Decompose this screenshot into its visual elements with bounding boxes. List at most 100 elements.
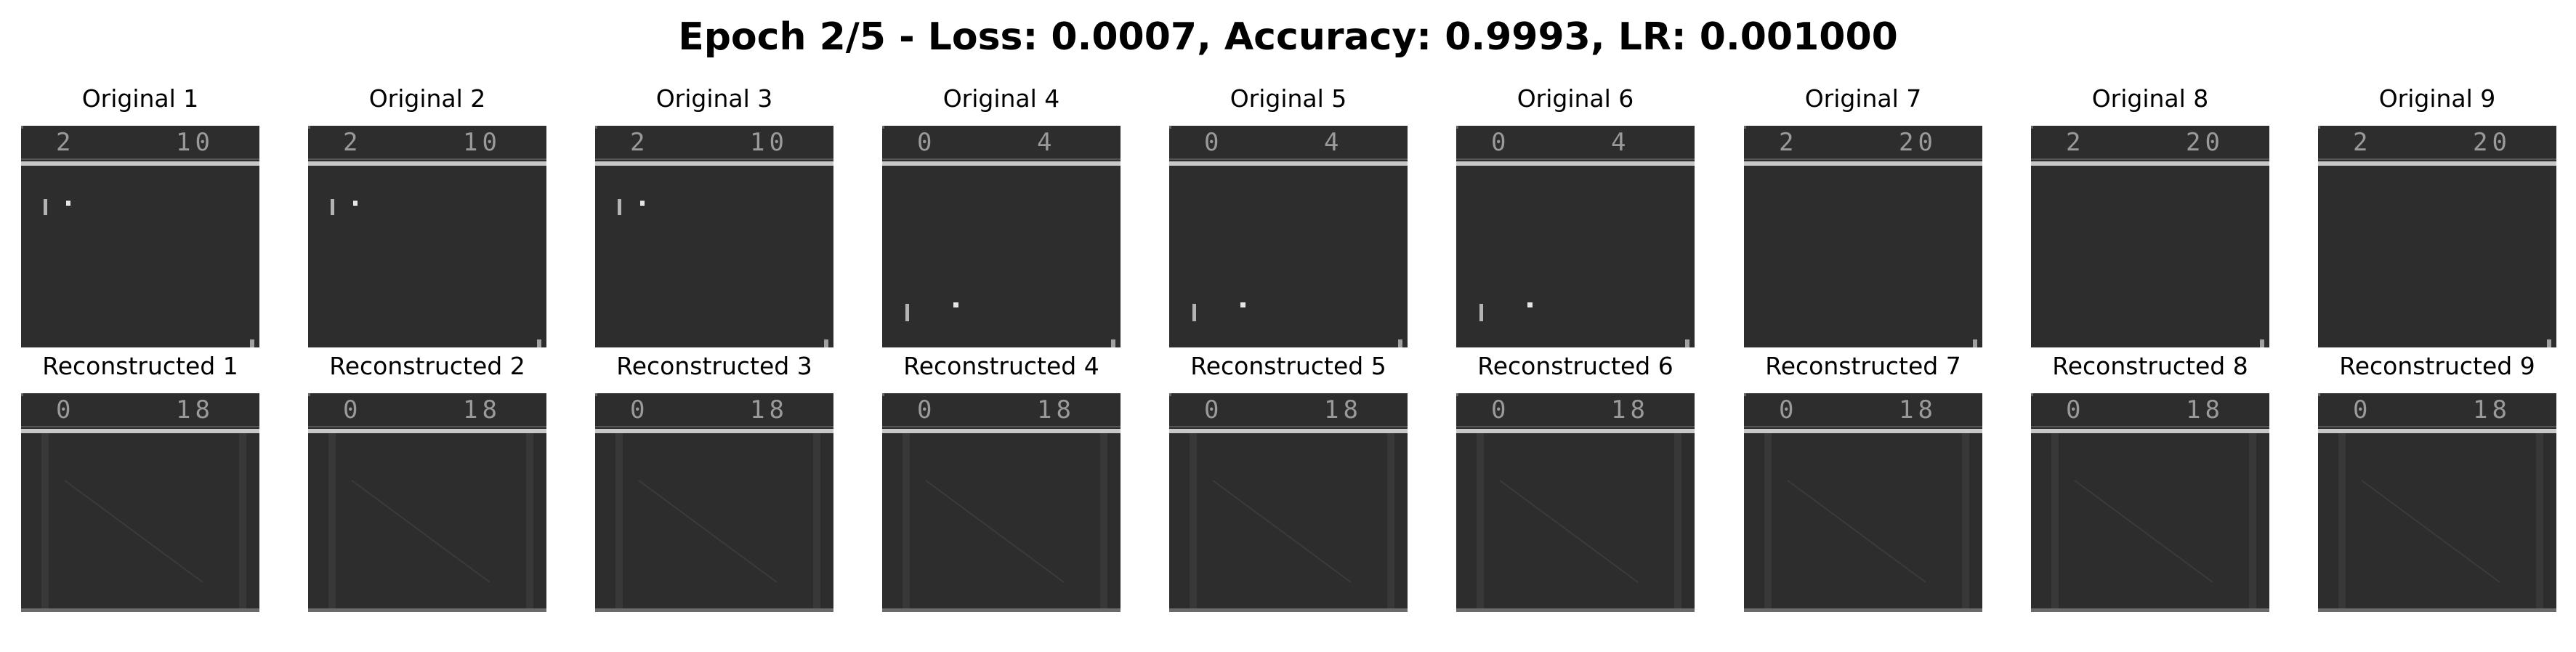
left-streak [2051,433,2059,612]
reconstructed-label: Reconstructed 8 [2052,352,2248,380]
score-right: 10 [750,128,788,157]
reconstructed-label: Reconstructed 3 [616,352,812,380]
top-wall [308,429,546,433]
left-streak [1764,433,1772,612]
reconstructed-frame-image: 0 18 [1456,393,1695,612]
right-paddle [1685,339,1689,347]
score-left: 0 [917,128,932,157]
top-wall [2318,429,2556,433]
game-screen: 2 10 [595,126,833,347]
score-left: 2 [56,128,70,157]
right-streak [813,433,820,612]
score-right: 18 [1611,395,1650,424]
top-wall [21,161,259,166]
left-streak [1477,433,1484,612]
original-label: Original 6 [1517,84,1634,113]
diagonal-artifact [638,480,778,583]
diagonal-artifact [1212,480,1352,583]
score-right: 18 [750,395,788,424]
right-paddle [1398,339,1402,347]
game-screen: 0 18 [1456,393,1695,612]
score-right: 18 [2186,395,2224,424]
score-left: 0 [917,395,932,424]
score-left: 0 [2066,395,2080,424]
score-left: 0 [2353,395,2367,424]
ball [640,201,645,206]
top-wall [1744,161,1982,166]
right-streak [526,433,533,612]
top-wall [1456,429,1695,433]
score-left: 0 [1491,395,1506,424]
diagonal-artifact [925,480,1065,583]
diagonal-artifact [351,480,490,583]
score-right: 20 [1899,128,1937,157]
top-wall [2031,161,2269,166]
score-right: 18 [463,395,501,424]
original-label: Original 3 [655,84,773,113]
score-right: 20 [2473,128,2511,157]
original-label: Original 9 [2378,84,2496,113]
ball [353,201,358,206]
top-wall [1169,429,1408,433]
top-wall [21,429,259,433]
top-wall [882,161,1121,166]
right-paddle [1111,339,1115,347]
right-streak [239,433,246,612]
score-right: 4 [1611,128,1630,157]
score-left: 2 [1779,128,1793,157]
left-streak [615,433,623,612]
reconstructed-frame-image: 0 18 [882,393,1121,612]
game-screen: 0 18 [882,393,1121,612]
left-streak [41,433,49,612]
right-paddle [250,339,254,347]
ball [66,201,70,206]
left-streak [1190,433,1197,612]
diagonal-artifact [64,480,203,583]
top-wall [1744,429,1982,433]
reconstructed-label: Reconstructed 5 [1190,352,1386,380]
right-streak [1387,433,1394,612]
left-streak [903,433,910,612]
right-paddle [2260,339,2264,347]
score-right: 18 [1037,395,1075,424]
reconstructed-label: Reconstructed 2 [329,352,525,380]
right-paddle [537,339,541,347]
right-paddle [1973,339,1977,347]
reconstructed-label: Reconstructed 7 [1765,352,1961,380]
left-streak [2338,433,2346,612]
score-left: 2 [630,128,645,157]
game-screen: 0 18 [308,393,546,612]
score-right: 18 [176,395,214,424]
top-wall [1169,161,1408,166]
right-paddle [824,339,828,347]
score-right: 4 [1037,128,1056,157]
reconstructed-frame-image: 0 18 [2031,393,2269,612]
score-right: 18 [2473,395,2511,424]
top-wall [2318,161,2556,166]
score-left: 0 [343,395,358,424]
right-paddle [2547,339,2551,347]
left-paddle [1192,304,1196,321]
original-label: Original 1 [81,84,199,113]
right-streak [1962,433,1969,612]
right-streak [2249,433,2256,612]
diagonal-artifact [2361,480,2500,583]
top-wall [882,429,1121,433]
top-wall [308,161,546,166]
